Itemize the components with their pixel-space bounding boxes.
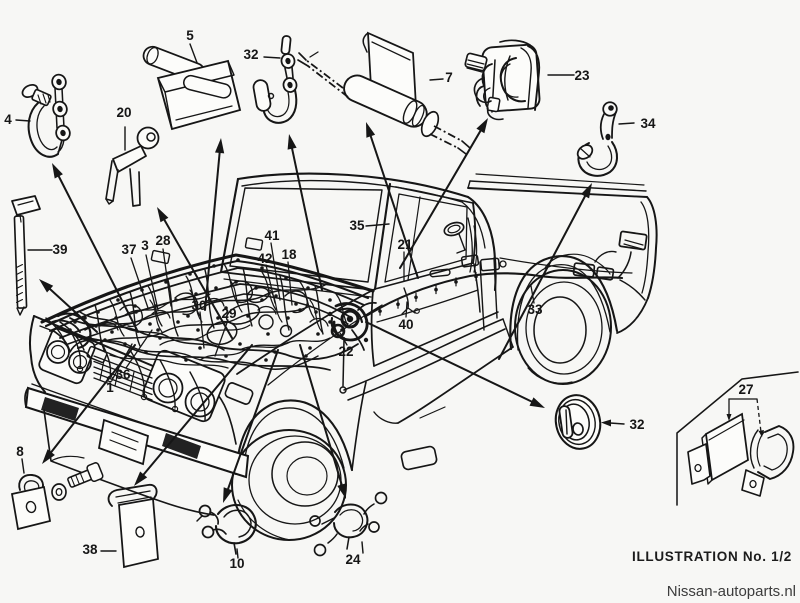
svg-text:35: 35 [349, 218, 365, 233]
svg-text:36: 36 [115, 367, 131, 382]
svg-text:42: 42 [257, 251, 272, 266]
svg-text:29: 29 [221, 306, 236, 321]
svg-text:3: 3 [141, 238, 149, 253]
svg-text:32: 32 [629, 417, 644, 432]
svg-text:1: 1 [106, 380, 114, 395]
svg-text:10: 10 [229, 556, 244, 571]
svg-text:39: 39 [52, 242, 67, 257]
svg-text:23: 23 [574, 68, 590, 83]
svg-text:Nissan-autoparts.nl: Nissan-autoparts.nl [667, 583, 796, 600]
svg-text:4: 4 [4, 112, 12, 127]
svg-text:20: 20 [116, 105, 131, 120]
svg-text:5: 5 [186, 28, 194, 43]
svg-text:21: 21 [397, 237, 413, 252]
svg-text:27: 27 [738, 382, 753, 397]
svg-text:24: 24 [345, 552, 361, 567]
svg-text:28: 28 [155, 233, 171, 248]
svg-text:8: 8 [16, 444, 24, 459]
svg-text:37: 37 [121, 242, 136, 257]
svg-text:30: 30 [191, 298, 206, 313]
svg-text:40: 40 [398, 317, 413, 332]
svg-text:33: 33 [527, 302, 543, 317]
svg-text:7: 7 [445, 70, 453, 85]
svg-text:18: 18 [281, 247, 297, 262]
svg-text:34: 34 [640, 116, 656, 131]
svg-text:38: 38 [82, 542, 98, 557]
svg-text:ILLUSTRATION No. 1/2: ILLUSTRATION No. 1/2 [632, 549, 792, 564]
svg-text:41: 41 [264, 228, 280, 243]
svg-text:32: 32 [243, 47, 258, 62]
svg-text:22: 22 [338, 344, 353, 359]
